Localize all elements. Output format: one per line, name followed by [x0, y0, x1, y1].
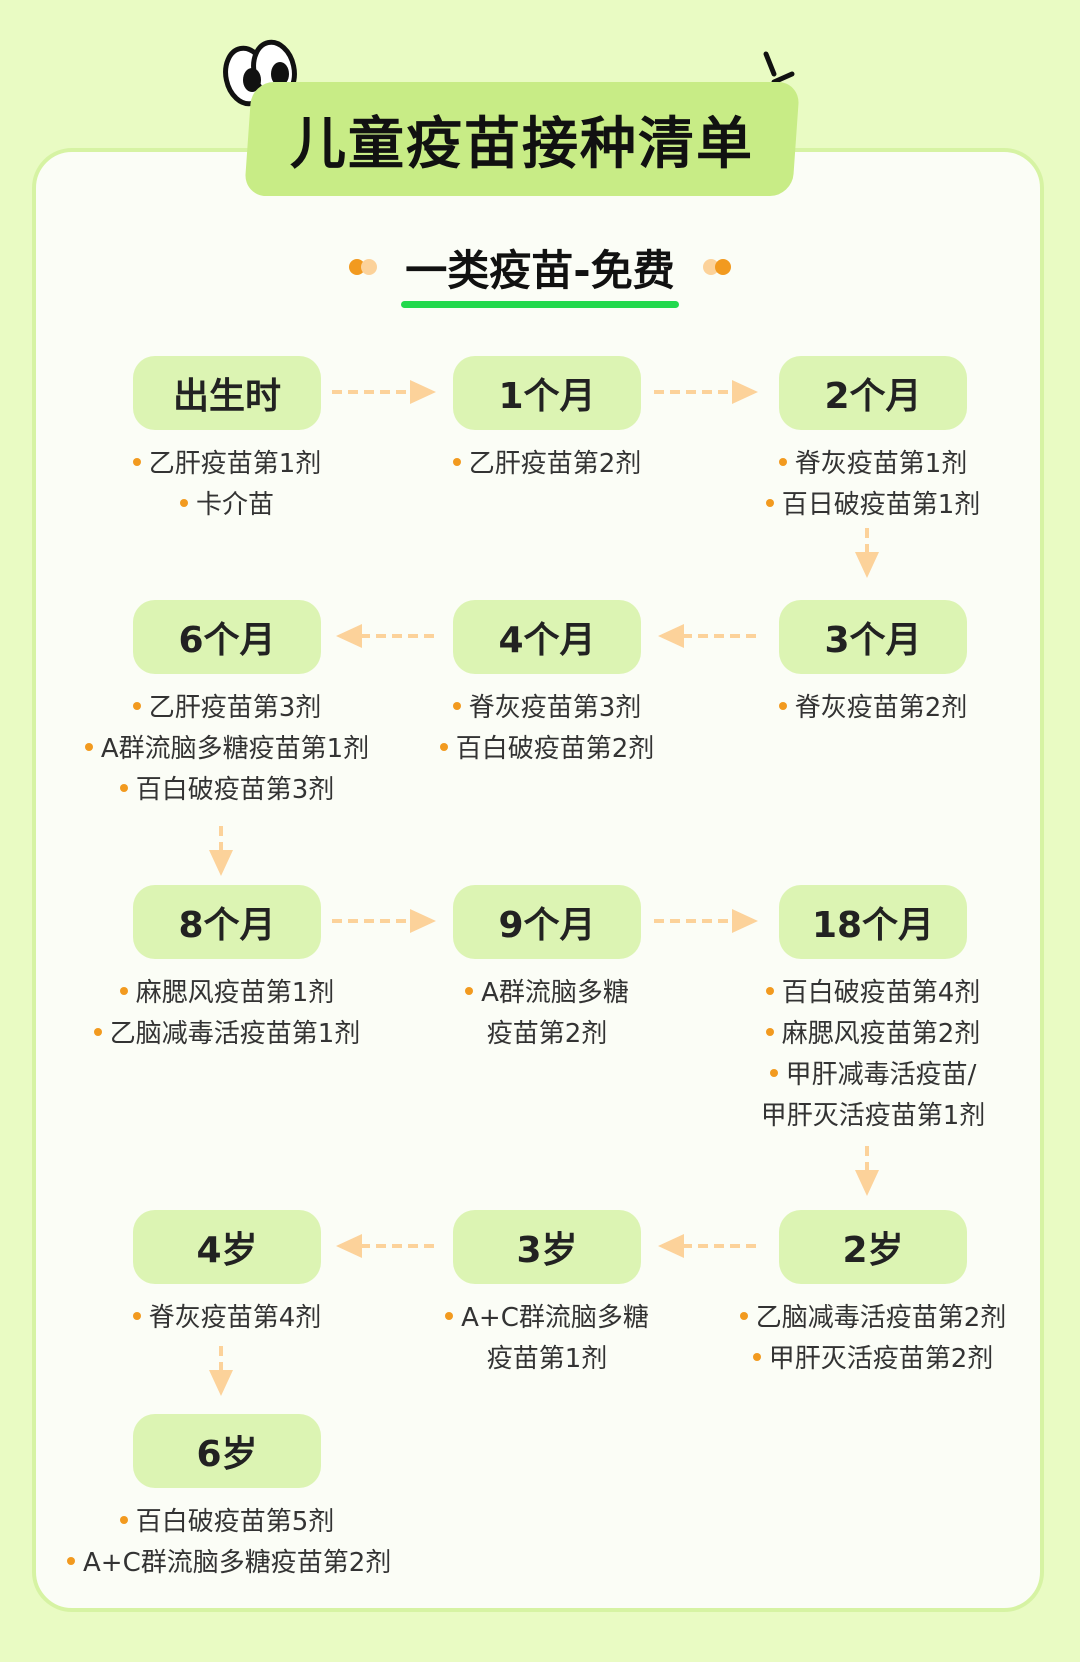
stage-vaccine-list: A+C群流脑多糖疫苗第1剂: [387, 1298, 707, 1380]
flow-arrow-left: [658, 1234, 762, 1258]
stage-vaccine-list: A群流脑多糖疫苗第2剂: [387, 973, 707, 1055]
subtitle-underline: [401, 300, 679, 308]
vaccine-item: 乙肝疫苗第1剂: [67, 444, 387, 485]
vaccine-item: A+C群流脑多糖: [387, 1298, 707, 1339]
page-title: 儿童疫苗接种清单: [290, 111, 754, 177]
vaccine-item: 甲肝灭活疫苗第2剂: [713, 1339, 1033, 1380]
vaccine-item: 甲肝灭活疫苗第1剂: [760, 1101, 986, 1131]
vaccine-item: 甲肝减毒活疫苗/: [713, 1055, 1033, 1096]
stage-pill: 1个月: [453, 356, 641, 430]
flow-arrow-down: [209, 826, 233, 876]
vaccine-item: A群流脑多糖: [387, 973, 707, 1014]
flow-arrow-down: [209, 1346, 233, 1396]
decor-dots-left: [349, 259, 378, 275]
stage-vaccine-list: 百白破疫苗第4剂麻腮风疫苗第2剂甲肝减毒活疫苗/甲肝灭活疫苗第1剂: [713, 973, 1033, 1137]
stage-pill: 6个月: [133, 600, 321, 674]
stage-pill: 4岁: [133, 1210, 321, 1284]
subtitle-row: 一类疫苗-免费: [0, 232, 1080, 308]
subtitle-text: 一类疫苗-免费: [405, 245, 675, 295]
stage-pill: 2个月: [779, 356, 967, 430]
vaccine-item: 百白破疫苗第3剂: [67, 770, 387, 811]
stage-pill: 出生时: [133, 356, 321, 430]
vaccine-item: 脊灰疫苗第1剂: [713, 444, 1033, 485]
vaccine-item: 卡介苗: [67, 485, 387, 526]
stage-pill: 8个月: [133, 885, 321, 959]
stage-vaccine-list: 脊灰疫苗第4剂: [67, 1298, 387, 1339]
stage-pill: 4个月: [453, 600, 641, 674]
vaccine-item: 百白破疫苗第5剂: [67, 1502, 387, 1543]
flow-arrow-down: [855, 1146, 879, 1196]
vaccine-item: 乙脑减毒活疫苗第2剂: [713, 1298, 1033, 1339]
vaccine-item: 百白破疫苗第2剂: [387, 729, 707, 770]
section-subtitle: 一类疫苗-免费: [401, 237, 679, 308]
vaccine-item: 百白破疫苗第4剂: [713, 973, 1033, 1014]
stage-pill: 3个月: [779, 600, 967, 674]
stage-pill: 9个月: [453, 885, 641, 959]
flow-arrow-down: [855, 528, 879, 578]
decor-dots-right: [702, 259, 731, 275]
vaccine-item: 麻腮风疫苗第1剂: [67, 973, 387, 1014]
stage-pill: 18个月: [779, 885, 967, 959]
vaccine-item: A+C群流脑多糖疫苗第2剂: [67, 1543, 391, 1584]
vaccine-item: 脊灰疫苗第2剂: [713, 688, 1033, 729]
vaccine-item: 脊灰疫苗第4剂: [67, 1298, 387, 1339]
vaccine-item: 疫苗第1剂: [486, 1344, 608, 1374]
vaccine-item: 乙脑减毒活疫苗第1剂: [67, 1014, 387, 1055]
flow-arrow-right: [654, 380, 758, 404]
stage-pill: 3岁: [453, 1210, 641, 1284]
stage-vaccine-list: 脊灰疫苗第2剂: [713, 688, 1033, 729]
vaccine-item: 百日破疫苗第1剂: [713, 485, 1033, 526]
flow-arrow-right: [332, 380, 436, 404]
vaccine-item: 乙肝疫苗第3剂: [67, 688, 387, 729]
stage-vaccine-list: 脊灰疫苗第3剂百白破疫苗第2剂: [387, 688, 707, 770]
flow-arrow-right: [332, 909, 436, 933]
stage-vaccine-list: 乙肝疫苗第1剂卡介苗: [67, 444, 387, 526]
vaccine-item: 麻腮风疫苗第2剂: [713, 1014, 1033, 1055]
stage-vaccine-list: 乙脑减毒活疫苗第2剂甲肝灭活疫苗第2剂: [713, 1298, 1033, 1380]
vaccine-item: 疫苗第2剂: [486, 1019, 608, 1049]
flow-arrow-right: [654, 909, 758, 933]
vaccine-item: A群流脑多糖疫苗第1剂: [67, 729, 387, 770]
vaccine-item: 乙肝疫苗第2剂: [387, 444, 707, 485]
stage-pill: 2岁: [779, 1210, 967, 1284]
stage-pill: 6岁: [133, 1414, 321, 1488]
stage-vaccine-list: 脊灰疫苗第1剂百日破疫苗第1剂: [713, 444, 1033, 526]
flow-arrow-left: [336, 1234, 440, 1258]
stage-vaccine-list: 乙肝疫苗第2剂: [387, 444, 707, 485]
stage-vaccine-list: 麻腮风疫苗第1剂乙脑减毒活疫苗第1剂: [67, 973, 387, 1055]
flow-arrow-left: [336, 624, 440, 648]
flow-arrow-left: [658, 624, 762, 648]
vaccine-item: 脊灰疫苗第3剂: [387, 688, 707, 729]
title-banner: 儿童疫苗接种清单: [244, 82, 800, 196]
